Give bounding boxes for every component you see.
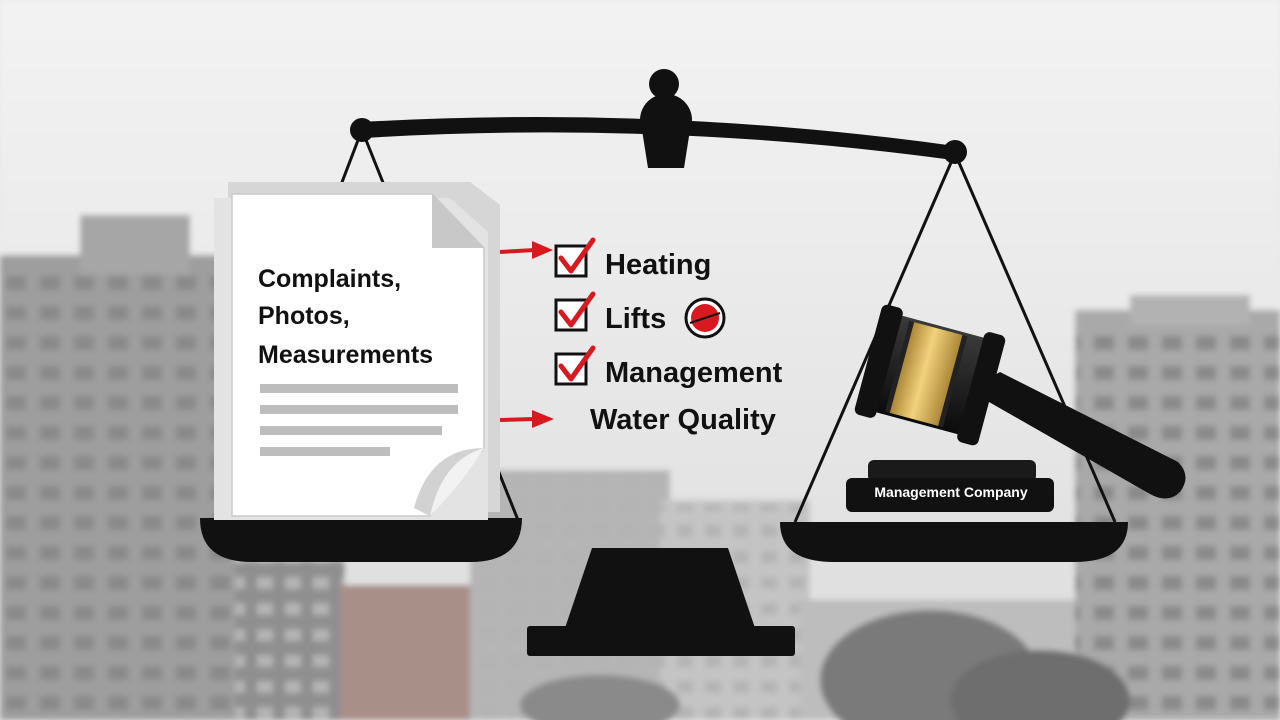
checkmark-icon bbox=[558, 345, 596, 382]
arrow-to-water-quality bbox=[499, 410, 554, 428]
checkmark-icon bbox=[558, 237, 596, 274]
checklist-label-management: Management bbox=[605, 357, 783, 389]
checklist: Heating Lifts Management Water Quality bbox=[554, 237, 783, 436]
gavel-base: Management Company bbox=[846, 460, 1054, 512]
checklist-item-management: Management bbox=[554, 345, 783, 389]
evidence-document: Complaints, Photos, Measurements bbox=[214, 182, 500, 520]
checkmark-icon bbox=[558, 291, 596, 328]
text-placeholder-line bbox=[260, 384, 458, 393]
document-line-1: Complaints, bbox=[258, 265, 401, 293]
gavel: Management Company bbox=[846, 304, 1186, 512]
checklist-label-lifts: Lifts bbox=[605, 303, 666, 335]
checklist-label-water-quality: Water Quality bbox=[590, 404, 776, 436]
gavel-base-label: Management Company bbox=[874, 484, 1027, 500]
document-line-2: Photos, bbox=[258, 302, 350, 330]
document-line-3: Measurements bbox=[258, 341, 433, 369]
alert-circle-icon bbox=[684, 297, 726, 339]
checklist-item-heating: Heating bbox=[554, 237, 711, 281]
text-placeholder-line bbox=[260, 405, 458, 414]
arrow-to-checklist-top bbox=[499, 241, 553, 259]
balance-scale bbox=[200, 69, 1128, 656]
text-placeholder-line bbox=[260, 447, 390, 456]
checklist-item-water-quality: Water Quality bbox=[590, 404, 776, 436]
gavel-head bbox=[854, 304, 1006, 446]
checklist-label-heating: Heating bbox=[605, 249, 711, 281]
text-placeholder-line bbox=[260, 426, 442, 435]
checklist-item-lifts: Lifts bbox=[554, 291, 726, 339]
gavel-handle bbox=[968, 372, 1186, 499]
